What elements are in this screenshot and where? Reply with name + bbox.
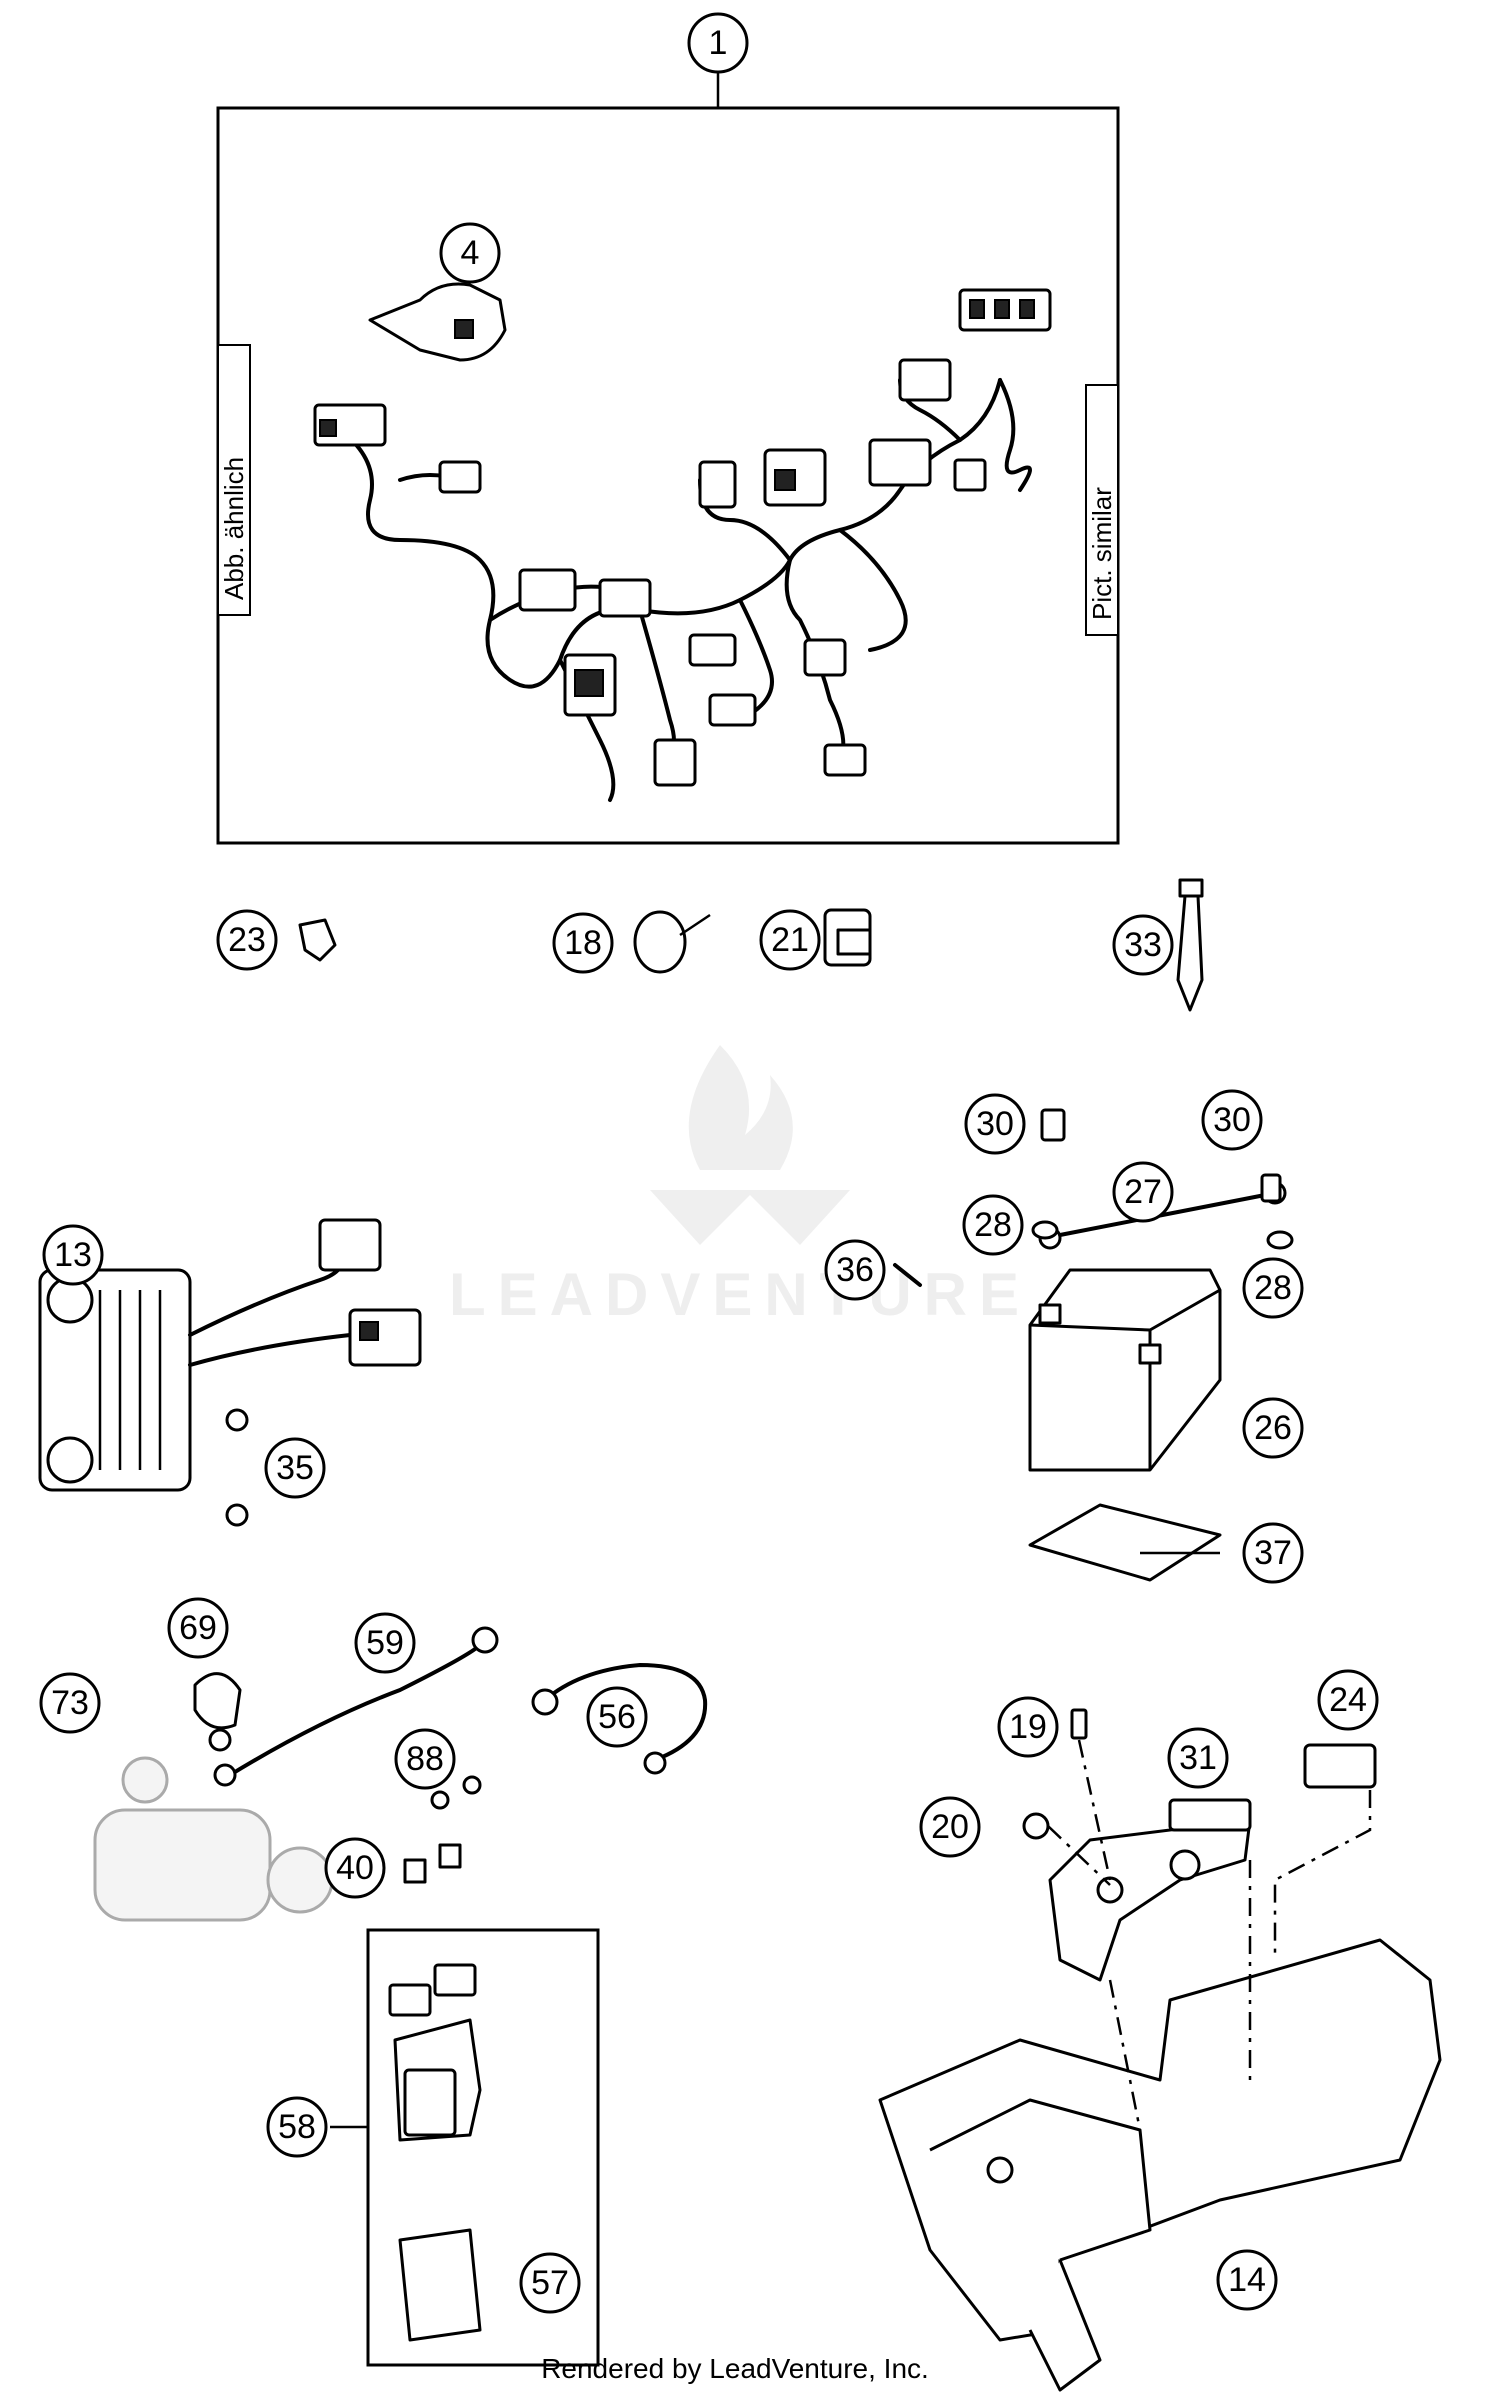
svg-text:4: 4 [461, 234, 480, 272]
callout-1: 1 [687, 12, 749, 74]
callout-69: 69 [167, 1597, 229, 1659]
svg-text:33: 33 [1124, 926, 1162, 964]
svg-text:24: 24 [1329, 1681, 1367, 1719]
svg-text:73: 73 [51, 1684, 89, 1722]
svg-text:14: 14 [1228, 2261, 1266, 2299]
svg-text:88: 88 [406, 1740, 444, 1778]
frame-label-left: Abb. ähnlich [219, 457, 249, 600]
ground-cable-56 [531, 1662, 708, 1775]
svg-text:23: 23 [228, 921, 266, 959]
svg-text:57: 57 [531, 2264, 569, 2302]
callout-33: 33 [1112, 914, 1174, 976]
starter-cable-59 [213, 1626, 499, 1787]
svg-text:35: 35 [276, 1449, 314, 1487]
frame-label-right: Pict. similar [1087, 487, 1117, 620]
callout-56: 56 [586, 1686, 648, 1748]
callout-4: 4 [439, 222, 501, 284]
relay-fuses-58 [388, 1963, 482, 2142]
voltage-regulator-13 [38, 1218, 422, 1492]
battery-tray-14 [878, 1938, 1442, 2392]
cable-tie-18 [633, 910, 711, 974]
fuse-puller-33 [1176, 878, 1204, 1012]
terminal-cap-69 [193, 1672, 242, 1730]
svg-text:28: 28 [974, 1206, 1012, 1244]
svg-text:28: 28 [1254, 1269, 1292, 1307]
callout-35: 35 [264, 1437, 326, 1499]
battery-26 [1028, 1268, 1222, 1472]
callout-14: 14 [1216, 2249, 1278, 2311]
relay-24 [1303, 1743, 1377, 1789]
callout-26: 26 [1242, 1397, 1304, 1459]
callout-24: 24 [1317, 1669, 1379, 1731]
svg-text:1: 1 [709, 24, 728, 62]
screws-35 [225, 1408, 249, 1527]
svg-text:26: 26 [1254, 1409, 1292, 1447]
svg-text:36: 36 [836, 1251, 874, 1289]
svg-text:13: 13 [54, 1236, 92, 1274]
callout-59: 59 [354, 1612, 416, 1674]
battery-pad-37 [1028, 1503, 1222, 1582]
svg-text:58: 58 [278, 2108, 316, 2146]
callout-58: 58 [266, 2096, 328, 2158]
connector-cap-21 [823, 908, 872, 967]
svg-text:40: 40 [336, 1849, 374, 1887]
callout-57: 57 [519, 2252, 581, 2314]
harness-assembly-frame: Abb. ähnlich Pict. similar [216, 72, 1120, 845]
relay-57 [398, 2228, 482, 2342]
svg-text:19: 19 [1009, 1708, 1047, 1746]
leadventure-watermark-logo: LEADVENTURE [449, 1045, 1031, 1328]
battery-screws-30 [1040, 1108, 1282, 1203]
svg-text:31: 31 [1179, 1739, 1217, 1777]
callout-40: 40 [324, 1837, 386, 1899]
svg-text:30: 30 [1213, 1101, 1251, 1139]
relay-kit-frame [330, 1928, 600, 2367]
callout-28-left: 28 [962, 1194, 1024, 1256]
screws-88 [430, 1775, 482, 1810]
callout-23: 23 [216, 909, 278, 971]
svg-text:20: 20 [931, 1808, 969, 1846]
bracket-31 [1048, 1798, 1252, 1982]
callout-13: 13 [42, 1224, 104, 1286]
svg-text:27: 27 [1124, 1173, 1162, 1211]
main-wiring-harness [313, 282, 1052, 802]
svg-text:59: 59 [366, 1624, 404, 1662]
watermark-text: LEADVENTURE [449, 1261, 1031, 1328]
callout-27: 27 [1112, 1161, 1174, 1223]
nut-73 [208, 1728, 232, 1752]
hose-clamp-23 [298, 918, 337, 962]
callout-30-left: 30 [964, 1093, 1026, 1155]
callout-30-right: 30 [1201, 1089, 1263, 1151]
footer-credit: Rendered by LeadVenture, Inc. [541, 2353, 929, 2384]
screw-19 [1070, 1708, 1088, 1740]
callout-36: 36 [824, 1239, 886, 1301]
callout-37: 37 [1242, 1522, 1304, 1584]
svg-text:56: 56 [598, 1698, 636, 1736]
callout-88: 88 [394, 1728, 456, 1790]
nut-20 [1022, 1812, 1050, 1840]
assembly-lines [1047, 1739, 1372, 2131]
callout-20: 20 [919, 1796, 981, 1858]
svg-text:69: 69 [179, 1609, 217, 1647]
fuses-40 [403, 1843, 462, 1884]
svg-text:37: 37 [1254, 1534, 1292, 1572]
svg-text:18: 18 [564, 924, 602, 962]
svg-text:21: 21 [771, 921, 809, 959]
callout-21: 21 [759, 909, 821, 971]
callout-28-right: 28 [1242, 1257, 1304, 1319]
callout-73: 73 [39, 1672, 101, 1734]
svg-text:30: 30 [976, 1105, 1014, 1143]
callout-19: 19 [997, 1696, 1059, 1758]
starter-motor [93, 1756, 334, 1922]
connector-bracket-4 [368, 282, 507, 362]
screw-36 [893, 1263, 922, 1287]
callout-18: 18 [552, 912, 614, 974]
callout-31: 31 [1167, 1727, 1229, 1789]
washers-28 [1031, 1220, 1294, 1250]
